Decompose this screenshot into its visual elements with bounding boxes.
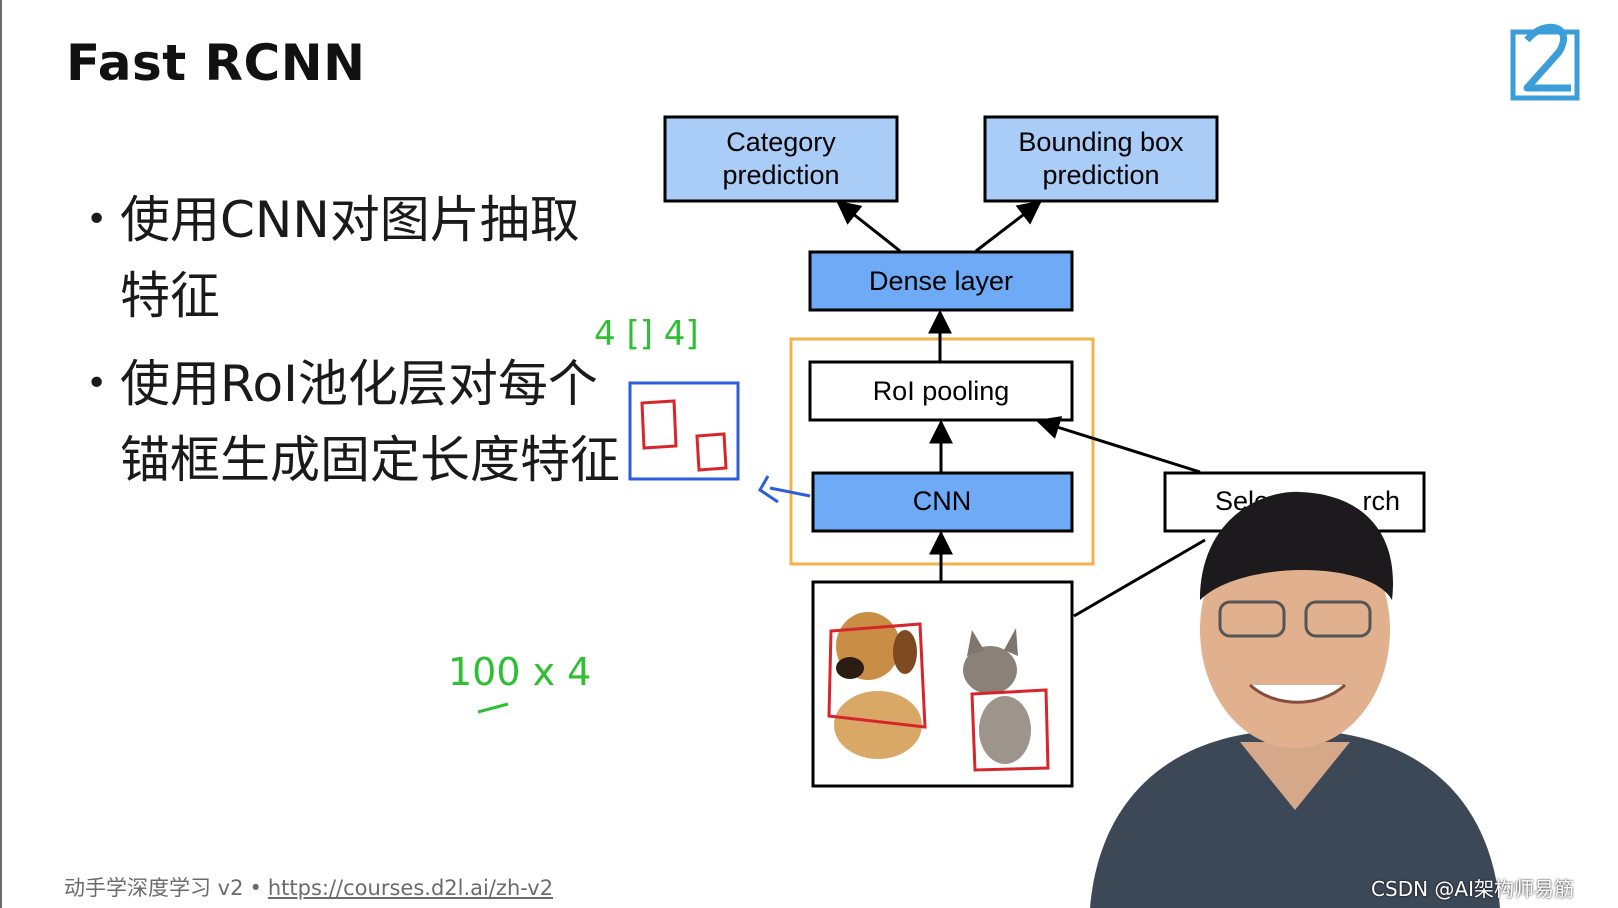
handwriting-underline: [477, 702, 509, 714]
bullet-text: 使用CNN对图片抽取特征: [120, 191, 580, 325]
sketch-arrow-icon: [758, 475, 811, 504]
handwriting-anchor-sketch: [628, 381, 811, 504]
sketch-anchor-small: [695, 432, 728, 472]
csdn-watermark: CSDN @AI架构师易筋: [1371, 877, 1574, 901]
handwriting-count: 100 x 4: [448, 650, 591, 714]
footer-course-name: 动手学深度学习 v2: [64, 876, 244, 900]
category-prediction-box: Category prediction: [663, 115, 899, 203]
sketch-feature-map: [628, 381, 740, 481]
bullet-dot-icon: •: [86, 363, 108, 404]
arrow-dense-to-category: [836, 200, 901, 253]
roi-pooling-label: RoI pooling: [873, 376, 1010, 406]
dog-snout: [836, 657, 864, 679]
bullet-list: • 使用CNN对图片抽取特征 • 使用RoI池化层对每个锚框生成固定长度特征: [86, 182, 620, 498]
presenter-video: [1090, 491, 1500, 908]
category-label-line2: prediction: [722, 160, 839, 190]
presenter-smile: [1248, 683, 1347, 704]
line-image-to-selective-search: [1073, 538, 1206, 618]
bbox-label-line2: prediction: [1042, 160, 1159, 190]
presenter-hair: [1200, 491, 1394, 600]
cat-anchor-box-drawn: [970, 688, 1050, 772]
input-image-box: [811, 580, 1074, 788]
bullet-dot-icon: •: [86, 199, 108, 240]
cat-head: [963, 646, 1017, 694]
slide-title: Fast RCNN: [66, 34, 366, 92]
left-border: [0, 0, 2, 908]
d2l-logo-icon: [1510, 23, 1580, 101]
presenter-glasses-right: [1304, 600, 1372, 638]
bounding-box-prediction-box: Bounding box prediction: [983, 115, 1219, 203]
presenter-neck: [1240, 742, 1350, 810]
cnn-box: CNN: [811, 471, 1074, 533]
cnn-label: CNN: [913, 486, 972, 516]
handwriting-feature-dims: 4 [] 4]: [594, 314, 699, 354]
dog-body: [834, 691, 922, 759]
handwriting-count-text: 100 x 4: [448, 650, 591, 694]
bullet-text: 使用RoI池化层对每个锚框生成固定长度特征: [120, 355, 620, 489]
selective-search-label-right: rch: [1362, 486, 1400, 516]
sketch-anchor-large: [640, 399, 678, 450]
bullet-item: • 使用RoI池化层对每个锚框生成固定长度特征: [86, 346, 620, 498]
dense-layer-label: Dense layer: [869, 266, 1013, 296]
arrow-selective-search-to-roi: [1035, 416, 1201, 474]
presenter-shirt: [1090, 730, 1500, 908]
dog-ear: [893, 630, 917, 674]
presenter-glasses-left: [1218, 600, 1286, 638]
roi-pooling-box: RoI pooling: [808, 360, 1074, 422]
dense-layer-box: Dense layer: [808, 250, 1074, 312]
category-label-line1: Category: [726, 127, 836, 157]
footer-course-link[interactable]: https://courses.d2l.ai/zh-v2: [267, 876, 554, 900]
dog-anchor-box-drawn: [827, 622, 927, 729]
handwriting-dims-text: 4 [] 4]: [594, 314, 699, 354]
cat-body: [979, 696, 1031, 764]
slide-footer: 动手学深度学习 v2•https://courses.d2l.ai/zh-v2: [64, 872, 553, 902]
bbox-label-line1: Bounding box: [1018, 127, 1184, 157]
bullet-item: • 使用CNN对图片抽取特征: [86, 182, 620, 334]
arrow-dense-to-bbox: [975, 200, 1042, 253]
footer-separator: •: [249, 876, 262, 900]
cat-ears: [967, 628, 1018, 656]
